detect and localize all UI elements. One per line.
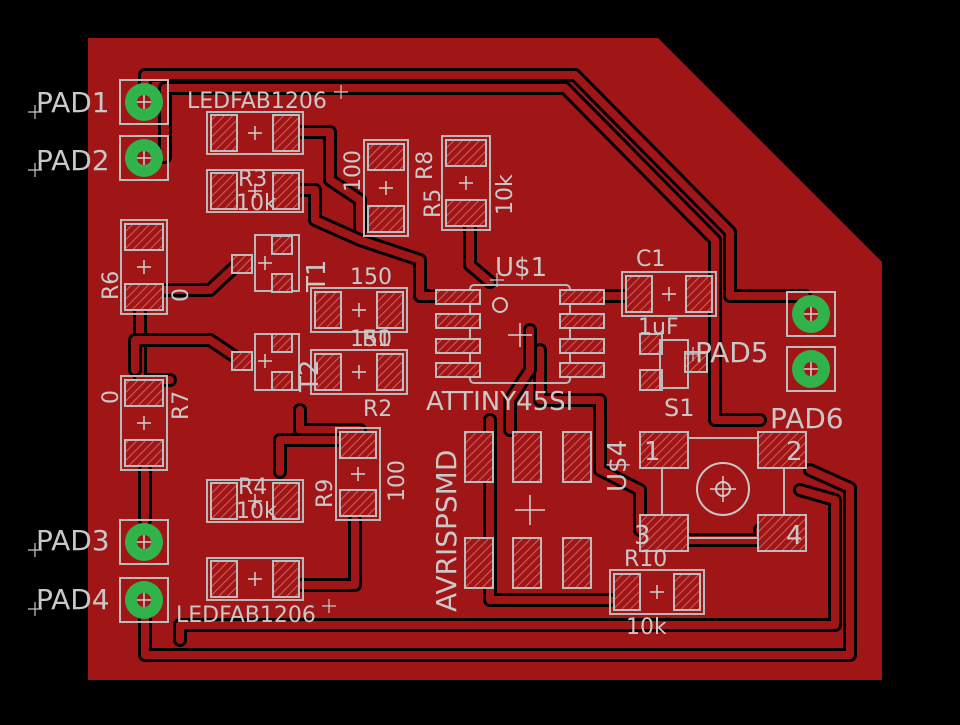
- label-r1-value-2: 150: [350, 327, 392, 352]
- r5-footprint[interactable]: [441, 135, 491, 231]
- r2-footprint[interactable]: [310, 349, 408, 395]
- via-pad5[interactable]: [786, 291, 836, 337]
- label-s1-pin4: 4: [786, 521, 803, 551]
- label-r6: R6: [99, 271, 124, 300]
- label-c1-value: 1uF: [638, 315, 679, 340]
- label-r7: R7: [169, 391, 194, 420]
- label-s1: S1: [664, 394, 695, 422]
- pad5-smd-group[interactable]: [639, 333, 708, 391]
- via-pad6[interactable]: [786, 346, 836, 392]
- label-u4: U$4: [603, 440, 633, 492]
- origin-markers: [28, 85, 700, 616]
- label-r9-value: 100: [385, 460, 410, 502]
- led-top-footprint[interactable]: [206, 111, 304, 155]
- label-r4-value: 10k: [236, 499, 277, 524]
- label-r10-value: 10k: [626, 615, 667, 640]
- label-c1: C1: [636, 247, 665, 272]
- r3-footprint[interactable]: [206, 169, 304, 213]
- r6-footprint[interactable]: [120, 219, 168, 315]
- label-r9: R9: [313, 479, 338, 508]
- label-r8-value: 100: [341, 150, 366, 192]
- label-led-top: LEDFAB1206: [187, 89, 327, 114]
- label-r3: R3: [238, 167, 267, 192]
- label-r10: R10: [624, 547, 667, 572]
- label-s1-pin3: 3: [634, 521, 651, 551]
- trace-network: [128, 68, 857, 662]
- label-r4: R4: [238, 475, 267, 500]
- t2-footprint[interactable]: [231, 333, 300, 391]
- label-led-bottom: LEDFAB1206: [176, 603, 316, 628]
- label-t1: T1: [302, 260, 332, 293]
- label-s1-pin1: 1: [644, 437, 661, 467]
- label-t2: T2: [295, 360, 325, 393]
- r1-footprint[interactable]: [310, 287, 408, 333]
- label-r1: R1: [362, 327, 391, 352]
- label-r8: R8: [413, 151, 438, 180]
- label-r6-value: 0: [169, 288, 194, 302]
- attiny45-footprint[interactable]: [435, 284, 605, 384]
- silkscreen-labels: PAD1 PAD2 PAD3 PAD4 PAD5 PAD6 LEDFAB1206…: [36, 86, 844, 640]
- label-pad2: PAD2: [36, 144, 110, 177]
- label-pad4: PAD4: [36, 583, 110, 616]
- label-pad5: PAD5: [695, 336, 769, 369]
- avrisp-header-footprint[interactable]: [464, 431, 592, 589]
- label-r1-value: 150: [350, 265, 392, 290]
- via-pad4[interactable]: [119, 577, 169, 623]
- label-avrisp: AVRISPSMD: [430, 450, 463, 612]
- r4-footprint[interactable]: [206, 479, 304, 523]
- label-r5: R5: [421, 189, 446, 218]
- r10-footprint[interactable]: [609, 569, 705, 615]
- via-pad1[interactable]: [119, 79, 169, 125]
- label-pad3: PAD3: [36, 524, 110, 557]
- label-r7-value: 0: [99, 390, 124, 404]
- r9-footprint[interactable]: [335, 427, 381, 521]
- led-bottom-footprint[interactable]: [206, 557, 304, 601]
- label-pad1: PAD1: [36, 86, 110, 119]
- via-pad3[interactable]: [119, 519, 169, 565]
- label-s1-pin2: 2: [786, 437, 803, 467]
- label-r3-value: 10k: [236, 191, 277, 216]
- label-u1: U$1: [495, 253, 547, 283]
- t1-footprint[interactable]: [231, 234, 300, 293]
- c1-footprint[interactable]: [621, 271, 717, 317]
- r7-footprint[interactable]: [120, 375, 168, 471]
- label-r5-value: 10k: [493, 174, 518, 215]
- s1-switch-footprint[interactable]: [639, 431, 807, 552]
- r8-footprint[interactable]: [363, 139, 409, 237]
- via-pad2[interactable]: [119, 135, 169, 181]
- label-pad6: PAD6: [770, 402, 844, 435]
- label-r2: R2: [363, 397, 392, 422]
- label-u1-part: ATTINY45SI: [426, 387, 573, 417]
